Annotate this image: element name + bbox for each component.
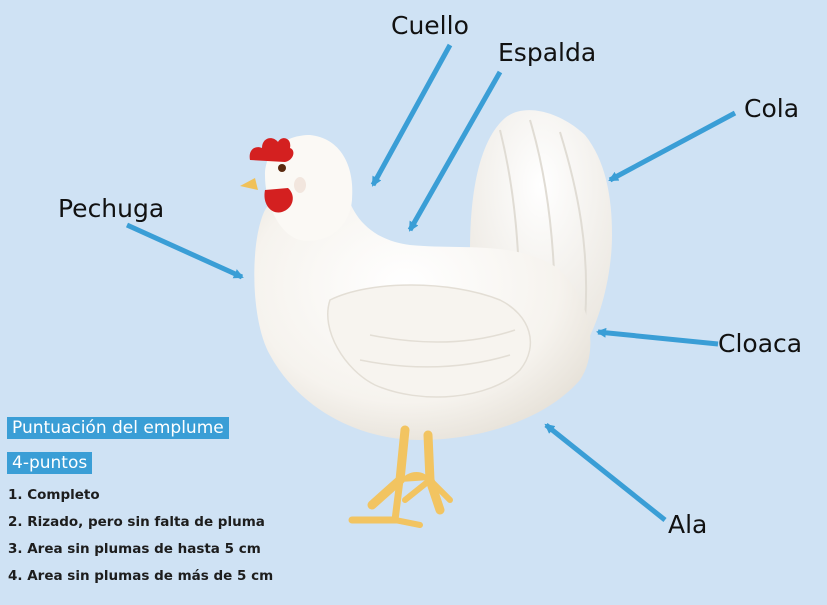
arrow-pechuga — [125, 222, 244, 280]
label-ala: Ala — [668, 510, 708, 539]
hen-body — [254, 181, 591, 440]
hen-legs — [348, 425, 453, 528]
arrow-cola — [608, 110, 737, 183]
label-espalda: Espalda — [498, 38, 597, 67]
legend-title: Puntuación del emplume — [7, 417, 229, 439]
arrow-ala — [544, 423, 667, 522]
label-cola: Cola — [744, 94, 800, 123]
arrow-cuello — [370, 43, 453, 187]
legend-subtitle: 4-puntos — [7, 452, 93, 474]
legend-item: 4. Area sin plumas de más de 5 cm — [8, 568, 274, 584]
legend-item: 3. Area sin plumas de hasta 5 cm — [8, 541, 261, 557]
legend-item: 1. Completo — [8, 487, 100, 503]
arrow-cloaca — [596, 327, 719, 347]
arrow-espalda — [407, 70, 503, 232]
legend-item: 2. Rizado, pero sin falta de pluma — [8, 514, 265, 530]
legend-list: 1. Completo 2. Rizado, pero sin falta de… — [8, 486, 273, 594]
label-cloaca: Cloaca — [718, 329, 803, 358]
hen-head — [240, 135, 353, 241]
label-cuello: Cuello — [391, 11, 469, 40]
label-pechuga: Pechuga — [58, 194, 165, 223]
